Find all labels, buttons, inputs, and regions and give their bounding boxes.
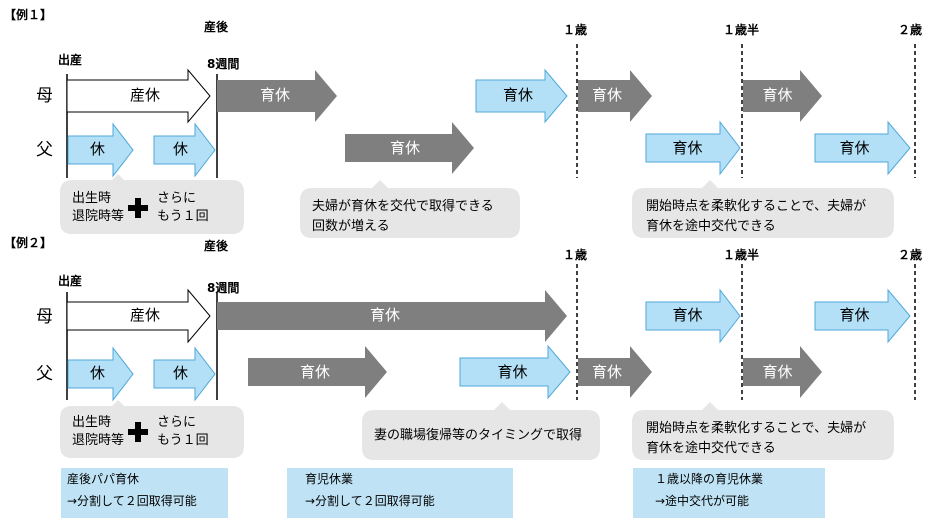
callout-1-shape: [60, 174, 244, 234]
mother-ikukyu-text-1: 育休: [259, 86, 290, 104]
note-papa-ikukyu: 産後パパ育休 →分割して２回取得可能: [61, 468, 228, 518]
father2-ikukyu-text-1: 育休: [299, 363, 330, 381]
header-15y: １歳半: [723, 23, 760, 37]
callout-6-text: 開始時点を柔軟化することで、夫婦が 育休を途中交代できる: [646, 419, 866, 459]
callout-3-line-1: 開始時点を柔軟化することで、夫婦が: [646, 199, 867, 214]
father-kyu-arrow-2: [153, 122, 216, 178]
mother-ikukyu-text-2: 育休: [502, 86, 533, 104]
father-ikukyu-text-1: 育休: [389, 139, 420, 157]
week8-label-2: 8週間: [207, 281, 240, 295]
father2-kyu-arrow-1: [67, 346, 134, 402]
father2-kyu-arrow-2: [153, 346, 216, 402]
plus-icon-1-h: [128, 205, 148, 211]
note-3-line-1: １歳以降の育児休業: [655, 472, 764, 486]
header2-15y: １歳半: [723, 248, 760, 262]
callout-5-text: 妻の職場復帰等のタイミングで取得: [374, 428, 583, 443]
callout-1-left: 出生時 退院時等: [72, 190, 124, 226]
note-3-line-2: →途中交代が可能: [655, 494, 750, 508]
header2-1y: １歳: [563, 248, 588, 262]
mother-sankyu-text: 産休: [129, 86, 160, 104]
father-kyu-arrow-1: [67, 122, 134, 178]
callout-1-line-1: 出生時: [72, 191, 112, 206]
callout-1-right: さらに もう１回: [157, 190, 209, 226]
father2-ikukyu-text-3: 育休: [591, 363, 622, 381]
mother-ikukyu-arrow-1: [217, 70, 337, 122]
header-1y: １歳: [563, 23, 588, 37]
example-2-label: 【例２】: [4, 236, 53, 250]
father-label-2: 父: [36, 364, 53, 384]
callout-4-shape: [60, 400, 244, 458]
example-1-label: 【例１】: [4, 8, 53, 22]
father2-ikukyu-text-4: 育休: [762, 363, 793, 381]
father-kyu-text-2: 休: [172, 140, 188, 158]
father-kyu-text-1: 休: [89, 140, 105, 158]
mother-ikukyu-arrow-2: [475, 68, 568, 124]
mother2-ikukyu-arrow-1: [217, 290, 567, 342]
father-ikukyu-arrow-3: [814, 120, 911, 176]
note-1-line-2: →分割して２回取得可能: [67, 494, 197, 508]
birth-label: 出産: [58, 53, 83, 67]
mother-sankyu-arrow: [66, 68, 211, 124]
callout-1-line-2: 退院時等: [72, 209, 125, 224]
callout-1-line-4: もう１回: [157, 209, 209, 224]
mother2-sankyu-text: 産休: [129, 306, 160, 324]
plus-icon-2-h: [128, 429, 148, 435]
callout-3-text: 開始時点を柔軟化することで、夫婦が 育休を途中交代できる: [646, 197, 866, 237]
callout-2-line-2: 回数が増える: [312, 219, 390, 234]
note-1y-ikuji-kyugyo: １歳以降の育児休業 →途中交代が可能: [633, 468, 825, 518]
note-2-line-2: →分割して２回取得可能: [305, 494, 435, 508]
father-label: 父: [36, 140, 53, 160]
father2-ikukyu-arrow-3: [578, 346, 652, 398]
mother-ikukyu-text-4: 育休: [762, 86, 793, 104]
callout-2-shape: [300, 180, 520, 238]
mother-ikukyu-arrow-4: [743, 70, 822, 122]
callout-3-shape: [632, 180, 894, 238]
mother2-ikukyu-arrow-2: [645, 288, 741, 344]
callout-2-line-1: 夫婦が育休を交代で取得できる: [312, 199, 494, 214]
header-2y: ２歳: [898, 23, 923, 37]
mother-ikukyu-text-3: 育休: [591, 86, 622, 104]
callout-6-line-2: 育休を途中交代できる: [646, 441, 776, 456]
callout-4-left: 出生時 退院時等: [72, 414, 124, 450]
father2-ikukyu-arrow-4: [743, 346, 822, 398]
callout-4-line-4: もう１回: [157, 433, 209, 448]
mother2-ikukyu-text-3: 育休: [839, 306, 870, 324]
header2-2y: ２歳: [898, 248, 923, 262]
note-1-line-1: 産後パパ育休: [67, 472, 140, 486]
mother2-sankyu-arrow: [66, 288, 211, 344]
callout-1-line-3: さらに: [157, 191, 197, 206]
callout-6-line-1: 開始時点を柔軟化することで、夫婦が: [646, 421, 867, 436]
father2-ikukyu-text-2: 育休: [497, 363, 528, 381]
father-ikukyu-arrow-1: [345, 122, 474, 174]
mother-label: 母: [36, 86, 53, 106]
mother2-ikukyu-text-1: 育休: [369, 306, 400, 324]
father-ikukyu-text-3: 育休: [839, 139, 870, 157]
callout-6-shape: [632, 402, 894, 460]
callout-4-line-1: 出生時: [72, 415, 112, 430]
note-ikuji-kyugyo: 育児休業 →分割して２回取得可能: [287, 468, 513, 518]
father-ikukyu-text-2: 育休: [672, 139, 703, 157]
callout-2-text: 夫婦が育休を交代で取得できる 回数が増える: [312, 197, 494, 237]
birth-label-2: 出産: [58, 274, 83, 288]
father2-ikukyu-arrow-1: [248, 346, 387, 398]
mother2-ikukyu-text-2: 育休: [672, 306, 703, 324]
callout-4-right: さらに もう１回: [157, 414, 209, 450]
callout-4-line-3: さらに: [157, 415, 197, 430]
week8-label: 8週間: [207, 57, 240, 71]
mother-label-2: 母: [36, 307, 53, 327]
father2-kyu-text-1: 休: [89, 364, 105, 382]
father-ikukyu-arrow-2: [645, 120, 741, 176]
mother-ikukyu-arrow-3: [578, 70, 652, 122]
note-2-line-1: 育児休業: [305, 472, 354, 486]
mother2-ikukyu-arrow-3: [814, 288, 911, 344]
header2-sango: 産後: [204, 239, 229, 253]
callout-4-line-2: 退院時等: [72, 433, 125, 448]
header-sango: 産後: [204, 20, 229, 34]
callout-3-line-2: 育休を途中交代できる: [646, 219, 776, 234]
callout-5-shape: [362, 402, 600, 460]
father2-ikukyu-arrow-2: [459, 344, 571, 400]
father2-kyu-text-2: 休: [172, 364, 188, 382]
